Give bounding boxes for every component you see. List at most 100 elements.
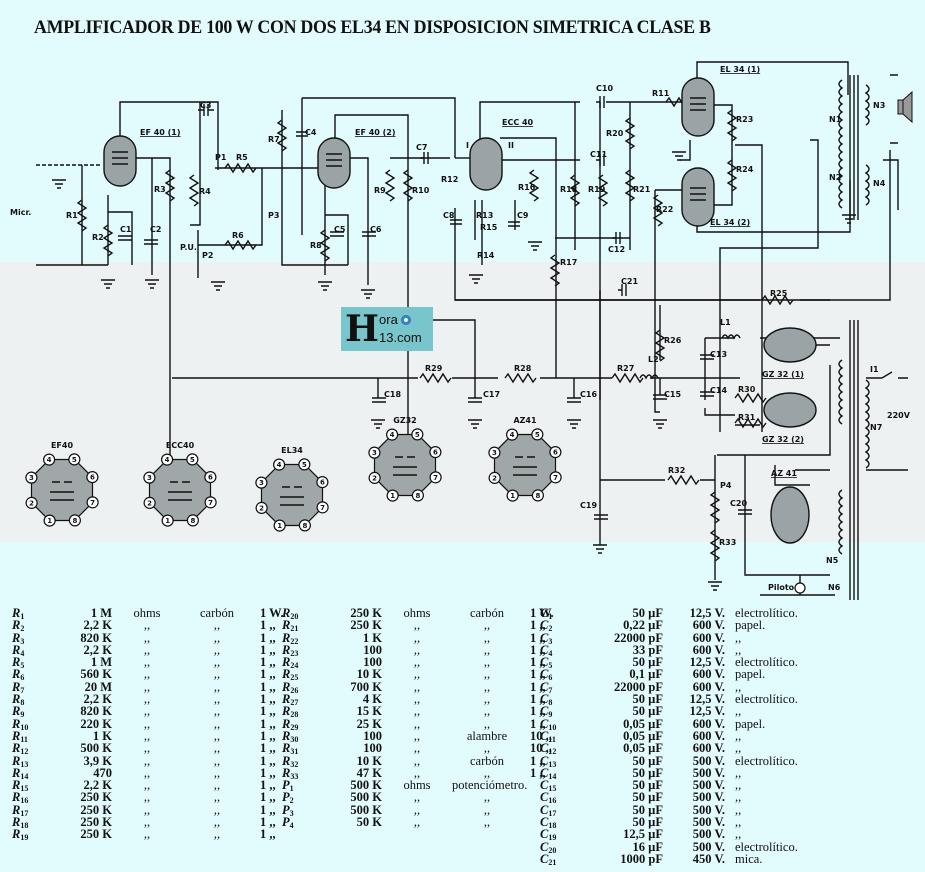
part-voltage: 500 V. xyxy=(692,815,725,830)
part-ref-letter: P xyxy=(282,778,290,793)
part-material: ,, xyxy=(213,827,221,842)
part-ref-number: 27 xyxy=(290,698,299,708)
label-c11: C11 xyxy=(590,150,607,159)
label-ecc40: ECC 40 xyxy=(502,118,534,127)
part-type: ,, xyxy=(735,765,742,780)
part-ref-letter: C xyxy=(540,815,549,830)
socket-pin-number: 8 xyxy=(302,522,307,530)
socket-body xyxy=(260,463,324,527)
part-power: 1 ,, xyxy=(260,815,276,830)
part-ref-letter: R xyxy=(12,728,21,743)
watermark-line1: ora xyxy=(379,312,398,327)
part-power: 1 ,, xyxy=(530,753,546,768)
part-ref-number: 18 xyxy=(548,821,557,831)
label-c3: C3 xyxy=(200,101,211,110)
part-voltage: 600 V. xyxy=(692,618,725,633)
part-ref: C1 xyxy=(540,606,580,621)
part-type: ,, xyxy=(735,778,742,793)
part-voltage: 500 V. xyxy=(692,802,725,817)
label-n5: N5 xyxy=(826,556,839,565)
part-ref: C10 xyxy=(540,717,580,731)
part-ref: R26 xyxy=(282,680,330,694)
part-ref: R31 xyxy=(282,742,330,756)
part-ref: P4 xyxy=(282,815,330,831)
part-voltage: 12,5 V. xyxy=(689,704,725,719)
part-material: ,, xyxy=(483,802,491,817)
part-ref-number: 23 xyxy=(290,648,299,658)
label-pickup-input: P.U. xyxy=(180,243,197,252)
part-ref: R29 xyxy=(282,717,330,732)
part-power: 1 ,, xyxy=(530,655,546,670)
part-ref-number: 29 xyxy=(290,722,299,732)
label-r6: R6 xyxy=(232,231,244,240)
socket-electrodes xyxy=(50,481,74,501)
part-value: 12,5 µF xyxy=(623,827,663,842)
label-c16: C16 xyxy=(580,390,597,399)
label-p2: P2 xyxy=(202,251,213,260)
part-ref-number: 4 xyxy=(289,821,294,831)
part-ref-letter: R xyxy=(12,692,21,707)
part-ref-letter: C xyxy=(540,692,549,707)
socket-pin-number: 2 xyxy=(372,474,377,482)
part-ref: R11 xyxy=(12,728,60,744)
part-ref-number: 20 xyxy=(290,612,299,621)
part-voltage: 500 V. xyxy=(692,839,725,854)
part-ref-number: 19 xyxy=(548,833,557,843)
part-unit: ,, xyxy=(413,667,421,682)
part-ref: C18 xyxy=(540,815,580,831)
part-ref-number: 8 xyxy=(20,698,25,708)
socket-pin xyxy=(429,446,442,459)
socket-pin-number: 3 xyxy=(259,479,264,487)
background-upper xyxy=(0,0,925,262)
part-value: 50 µF xyxy=(632,778,663,793)
part-ref-number: 14 xyxy=(20,771,29,781)
part-ref-number: 25 xyxy=(290,673,299,683)
part-ref: C7 xyxy=(540,680,580,694)
transformers xyxy=(639,75,908,600)
part-unit: ,, xyxy=(143,618,151,633)
part-value: 47 K xyxy=(356,765,382,780)
part-unit: ,, xyxy=(143,655,151,670)
part-ref-letter: C xyxy=(540,642,549,657)
part-power: 1 ,, xyxy=(260,655,276,670)
socket-pin xyxy=(25,496,38,509)
part-unit: ,, xyxy=(413,802,421,817)
socket-pin xyxy=(549,446,562,459)
part-power: 1 ,, xyxy=(260,778,276,793)
part-material: ,, xyxy=(483,655,491,670)
part-ref-letter: R xyxy=(12,790,21,805)
label-c2: C2 xyxy=(150,225,161,234)
part-unit: ,, xyxy=(143,802,151,817)
part-value: 220 K xyxy=(80,716,112,731)
label-r20: R20 xyxy=(606,129,624,138)
part-power: 1 ,, xyxy=(260,642,276,657)
part-type: ,, xyxy=(735,679,742,694)
part-ref-letter: C xyxy=(540,802,549,817)
label-p1: P1 xyxy=(215,153,227,162)
part-ref: R17 xyxy=(12,803,60,817)
part-ref-letter: P xyxy=(282,815,290,830)
socket-pin xyxy=(25,471,38,484)
part-ref-letter: C xyxy=(540,839,549,854)
socket-label: GZ32 xyxy=(393,416,417,425)
part-value: 2,2 K xyxy=(83,778,112,793)
part-type: ,, xyxy=(735,728,742,743)
part-unit: ,, xyxy=(413,741,421,756)
part-ref: P2 xyxy=(282,791,330,805)
part-material: ,, xyxy=(213,753,221,768)
part-voltage: 500 V. xyxy=(692,778,725,793)
part-ref-letter: C xyxy=(540,606,549,620)
part-ref-letter: C xyxy=(540,778,549,793)
